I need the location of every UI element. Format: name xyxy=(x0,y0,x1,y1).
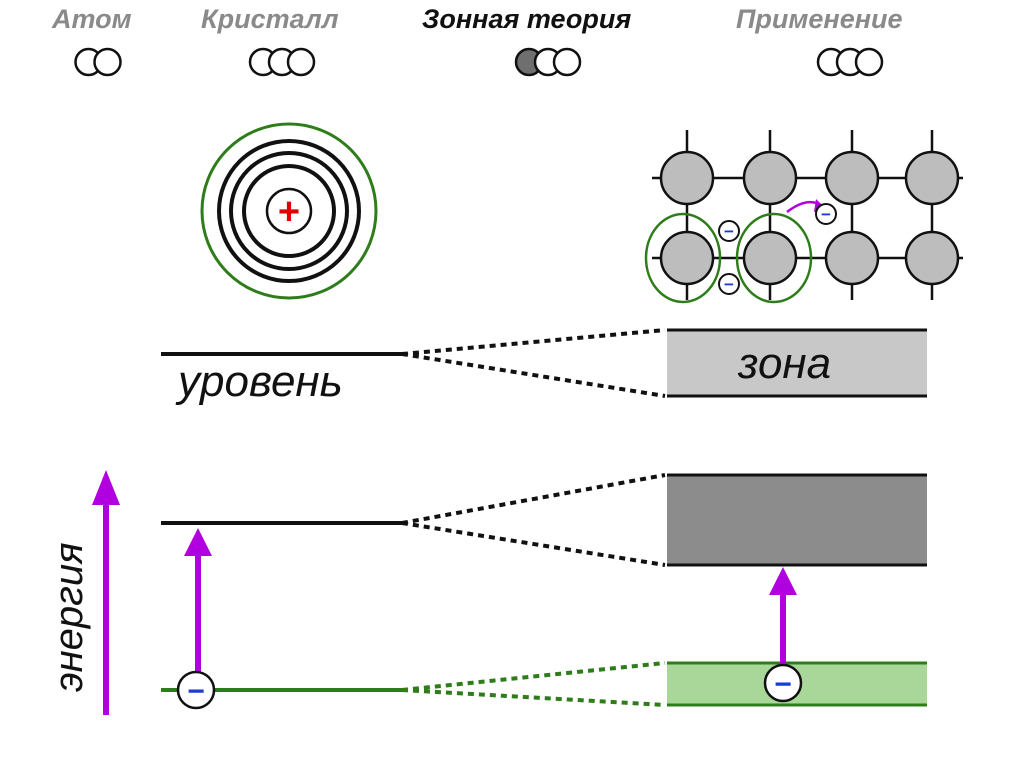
progress-dot xyxy=(854,47,884,77)
excitation-right: − xyxy=(763,567,803,703)
nav-tab-atom[interactable]: Атом xyxy=(52,4,132,34)
lattice-atom xyxy=(904,230,960,286)
level-label: уровень xyxy=(175,357,343,406)
lattice-atom xyxy=(659,150,715,206)
nav-tab-crystal[interactable]: Кристалл xyxy=(201,4,339,34)
energy-axis-arrowhead xyxy=(92,470,120,505)
splitting-line xyxy=(401,352,666,398)
progress-dot xyxy=(552,47,582,77)
atom-illustration: + xyxy=(200,122,378,300)
splitting-line xyxy=(401,328,666,356)
zone-label: зона xyxy=(737,339,831,388)
lattice-atom xyxy=(659,230,715,286)
electron-cloud xyxy=(735,212,813,304)
lattice-electron-minus: − xyxy=(724,275,734,294)
nucleus xyxy=(265,187,313,235)
nav-progress-dots xyxy=(74,47,884,77)
lattice-electron-minus: − xyxy=(821,205,831,224)
electron-minus-symbol: − xyxy=(187,675,205,708)
nav-tab-application[interactable]: Применение xyxy=(736,4,903,34)
zone-band-top xyxy=(667,330,927,396)
lattice-atom xyxy=(824,230,880,286)
nav-tab-band-theory[interactable]: Зонная теория xyxy=(422,4,632,34)
top-level-group: уровень зона xyxy=(161,328,927,406)
progress-dot xyxy=(286,47,316,77)
outer-orbit-green xyxy=(200,122,378,300)
orbit-2 xyxy=(229,151,349,271)
energy-axis-label: энергия xyxy=(47,542,91,692)
electron-minus-symbol: − xyxy=(774,668,792,701)
splitting-line-green xyxy=(401,661,666,692)
crystal-lattice: − − − xyxy=(644,130,963,304)
lattice-atom xyxy=(904,150,960,206)
lattice-atom xyxy=(742,230,798,286)
progress-dot xyxy=(93,47,122,77)
excitation-arrowhead xyxy=(184,528,212,556)
upper-band xyxy=(667,475,927,565)
lattice-electron xyxy=(718,273,740,295)
lattice-electron xyxy=(815,203,837,225)
splitting-line xyxy=(401,521,666,567)
lattice-atom xyxy=(824,150,880,206)
orbit-3 xyxy=(217,139,361,283)
lattice-atom xyxy=(742,150,798,206)
valence-level-group xyxy=(161,661,927,707)
electron xyxy=(763,663,803,703)
excitation-arrowhead xyxy=(769,567,797,595)
orbit-1 xyxy=(242,164,336,258)
excitation-left: − xyxy=(176,528,216,710)
lattice-electron-minus: − xyxy=(724,222,734,241)
nucleus-plus-symbol: + xyxy=(278,191,300,233)
splitting-line xyxy=(401,473,666,525)
middle-level-group xyxy=(161,473,927,567)
lattice-electron xyxy=(718,220,740,242)
splitting-line-green xyxy=(401,688,666,707)
electron-cloud xyxy=(644,212,722,304)
electron xyxy=(176,670,216,710)
energy-axis: энергия xyxy=(47,470,120,715)
